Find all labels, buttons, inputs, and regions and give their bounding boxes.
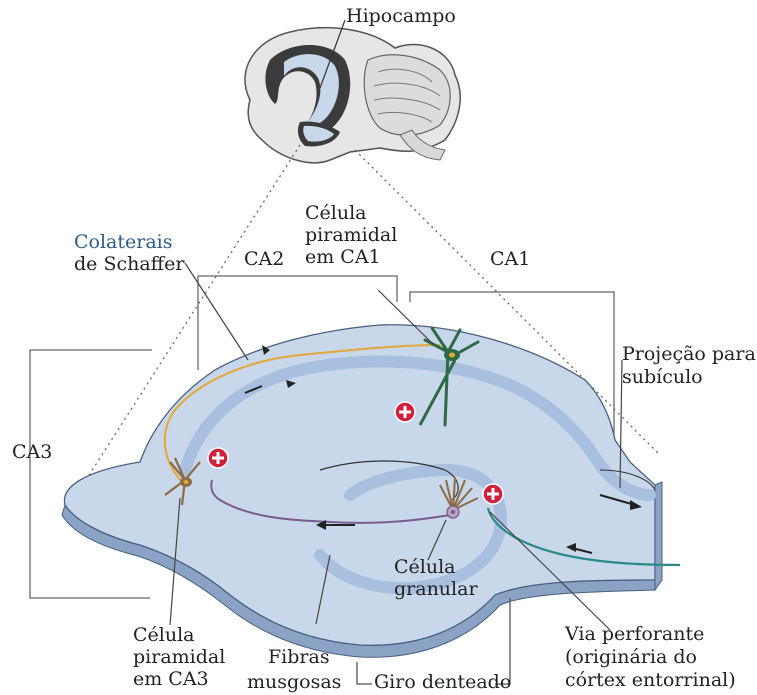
label-fibras-1: Fibras <box>268 646 330 668</box>
label-hipocampo: Hipocampo <box>346 5 456 27</box>
excitatory-synapse-ca1 <box>395 402 415 422</box>
label-via-2: (originária do <box>565 646 697 668</box>
label-ca2: CA2 <box>244 248 284 270</box>
excitatory-synapse-granule <box>483 484 503 504</box>
label-ca3: CA3 <box>12 441 52 463</box>
label-celula-ca1-2: piramidal <box>305 224 397 246</box>
label-via-3: córtex entorrinal) <box>565 669 736 691</box>
label-celula-ca3-2: piramidal <box>133 646 225 668</box>
label-celula-ca1-3: em CA1 <box>305 246 381 268</box>
brain-illustration <box>245 20 460 163</box>
label-celula-ca3-1: Célula <box>133 624 195 646</box>
label-ca1: CA1 <box>490 248 530 270</box>
label-projecao-2: subículo <box>622 366 703 388</box>
label-via-1: Via perforante <box>564 623 704 645</box>
label-colaterais-2: de Schaffer <box>74 253 185 275</box>
label-fibras-2: musgosas <box>247 671 341 693</box>
label-celula-ca1-1: Célula <box>305 202 367 224</box>
excitatory-synapse-ca3 <box>208 448 228 468</box>
label-celula-granular-2: granular <box>394 578 478 600</box>
label-celula-granular-1: Célula <box>394 556 456 578</box>
label-projecao-1: Projeção para o <box>622 343 757 365</box>
label-giro-denteado: Giro denteado <box>374 671 511 693</box>
label-celula-ca3-3: em CA3 <box>133 668 209 690</box>
label-colaterais-1: Colaterais <box>74 231 173 253</box>
